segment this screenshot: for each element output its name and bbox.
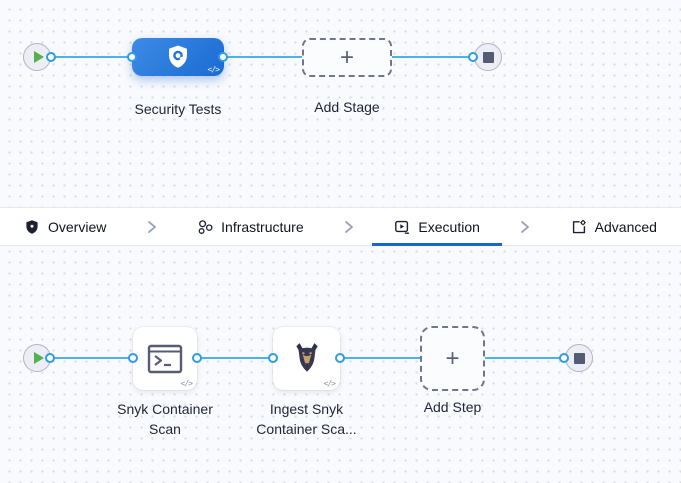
stage-end-node[interactable] xyxy=(474,43,502,71)
plus-icon: + xyxy=(339,43,354,71)
connector-dot xyxy=(335,353,345,363)
plus-icon: + xyxy=(445,344,460,372)
add-step-label: Add Step xyxy=(423,399,482,415)
tab-label: Advanced xyxy=(594,218,657,235)
stage-config-tabbar: Overview Infrastructure Execution xyxy=(0,207,681,246)
play-icon xyxy=(33,352,44,364)
security-shield-icon xyxy=(169,45,187,68)
tab-advanced[interactable]: Advanced xyxy=(549,208,679,245)
play-icon xyxy=(33,51,44,63)
tab-overview[interactable]: Overview xyxy=(2,208,128,245)
code-glyph: </> xyxy=(180,379,193,388)
connector-dot xyxy=(192,353,202,363)
stop-icon xyxy=(573,352,585,364)
shield-icon xyxy=(26,219,38,234)
nodes-icon xyxy=(198,219,213,234)
step-label-snyk: Snyk Container Scan xyxy=(117,401,213,437)
tab-execution[interactable]: Execution xyxy=(372,208,503,246)
chevron-right-icon xyxy=(520,208,530,245)
code-glyph: </> xyxy=(323,379,336,388)
step-label-ingest: Ingest Snyk Container Sca... xyxy=(256,401,357,437)
file-gear-icon xyxy=(572,219,586,233)
add-stage-button[interactable]: + xyxy=(302,38,392,77)
chevron-right-icon xyxy=(344,208,354,245)
tab-label: Infrastructure xyxy=(221,218,304,235)
tab-infrastructure[interactable]: Infrastructure xyxy=(175,208,325,245)
chevron-right-icon xyxy=(147,208,157,245)
step-node-snyk-container-scan[interactable]: </> xyxy=(133,327,197,390)
stage-label: Security Tests xyxy=(134,101,222,117)
connector-dot xyxy=(127,52,137,62)
add-step-button[interactable]: + xyxy=(420,326,485,391)
stage-node-security-tests[interactable]: </> xyxy=(132,38,224,76)
connector-dot xyxy=(45,353,55,363)
connector-dot xyxy=(218,52,228,62)
stage-edge-line xyxy=(37,56,488,58)
execution-end-node[interactable] xyxy=(565,344,593,372)
terminal-icon xyxy=(147,344,183,373)
stop-icon xyxy=(482,51,494,63)
snyk-dog-icon xyxy=(295,342,318,372)
connector-dot xyxy=(128,353,138,363)
connector-dot xyxy=(268,353,278,363)
code-glyph: </> xyxy=(207,65,220,74)
connector-dot xyxy=(46,52,56,62)
add-stage-label: Add Stage xyxy=(314,99,380,115)
step-node-ingest-snyk[interactable]: </> xyxy=(273,327,340,390)
tab-label: Execution xyxy=(418,218,480,235)
play-square-icon xyxy=(395,220,410,234)
connector-dot xyxy=(468,52,478,62)
connector-dot xyxy=(559,353,569,363)
tab-label: Overview xyxy=(48,218,107,235)
